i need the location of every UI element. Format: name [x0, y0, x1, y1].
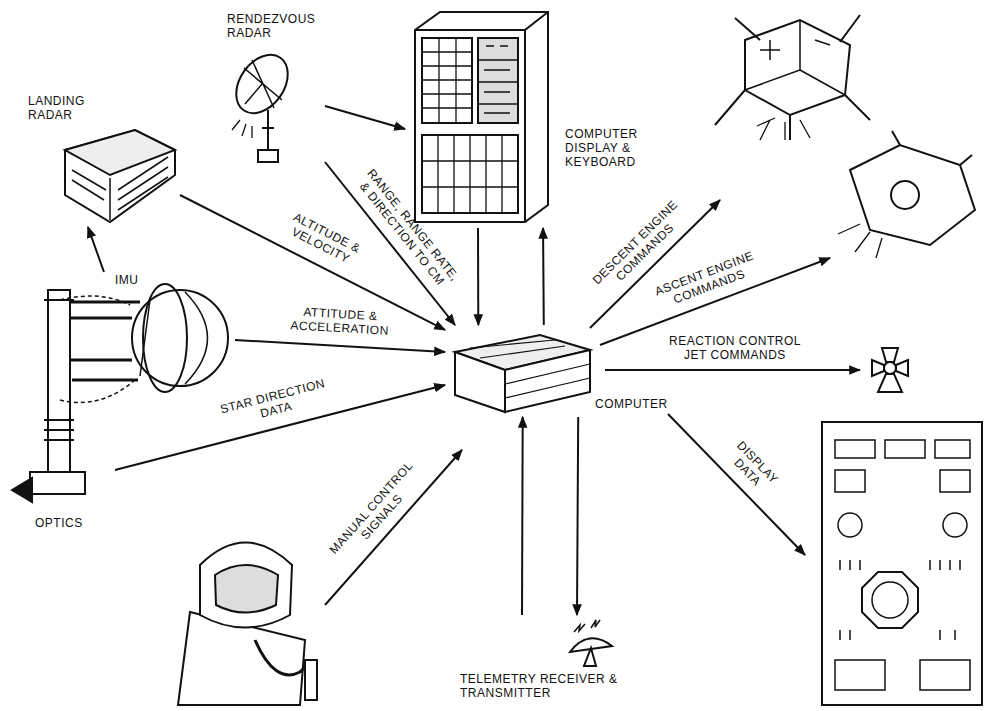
rcs-arrow — [605, 369, 860, 371]
panel-switches — [840, 560, 960, 640]
radar-rays — [232, 120, 252, 138]
signal-bolts — [574, 620, 600, 632]
digit-rows — [478, 46, 518, 113]
hand-controller — [305, 660, 317, 700]
command-label: DISPLAY DATA — [717, 432, 787, 503]
optics-link — [60, 296, 135, 403]
imu-dome — [140, 292, 208, 384]
ascent-antenna — [892, 131, 972, 165]
ascent-body — [850, 145, 975, 245]
dsky-case — [415, 12, 548, 222]
part-label: OPTICS — [35, 517, 101, 531]
imu-drawing — [70, 284, 228, 392]
astronaut-drawing — [178, 543, 317, 706]
lm-exhaust — [757, 118, 810, 140]
part-label: COMPUTER DISPLAY & KEYBOARD — [565, 128, 650, 169]
radar-housing — [65, 130, 175, 222]
part-label: IMU — [115, 274, 155, 288]
computer-front — [455, 352, 505, 412]
ascent-exhaust — [838, 224, 882, 258]
ascent-stage-drawing — [838, 131, 975, 258]
dish-stand — [584, 648, 596, 666]
telemetry-dish-drawing — [570, 620, 612, 666]
lm-body — [745, 20, 850, 115]
helmet-visor — [215, 565, 278, 613]
signal-arrow — [325, 106, 405, 129]
part-label: LANDING RADAR — [28, 95, 100, 123]
lm-legs — [715, 15, 870, 140]
figure-node: COMPUTER — [445, 325, 667, 417]
keypad-grid — [422, 135, 518, 213]
signal-arrow — [521, 417, 524, 615]
signal-arrow — [542, 228, 545, 325]
rendezvous-radar-drawing — [226, 45, 299, 162]
rcs-hub — [884, 362, 896, 374]
radar-mount — [258, 110, 278, 162]
status-lights — [422, 38, 472, 123]
eyepiece — [30, 472, 85, 494]
figure-node: OPTICS — [5, 405, 115, 540]
signal-arrow — [577, 417, 578, 615]
rcs-jets — [872, 348, 908, 392]
panel-frame — [822, 422, 982, 705]
signal-arrow — [477, 228, 479, 325]
eyepiece-tip — [12, 478, 32, 502]
ascent-hatch — [891, 181, 919, 209]
keypad — [422, 135, 518, 213]
computer-trays — [470, 340, 590, 398]
descent-stage-drawing — [715, 15, 870, 140]
panel-switch-rows — [835, 440, 970, 690]
astronaut-helmet — [200, 543, 292, 628]
figure-node: RENDEZVOUS RADAR — [225, 10, 325, 170]
attitude-indicator — [862, 572, 918, 628]
computer-drawing — [455, 335, 590, 412]
figure-node: TELEMETRY RECEIVER & TRANSMITTER — [455, 615, 655, 707]
radar-dish — [226, 45, 299, 123]
column-rings — [44, 300, 74, 440]
dsky-edge — [415, 12, 548, 222]
figure-node: IMU — [40, 272, 235, 402]
figure-node: LANDING RADAR — [25, 92, 180, 227]
imu-sphere — [132, 290, 228, 386]
optics-column — [48, 290, 70, 472]
signal-label: ALTITUDE & VELOCITY — [274, 206, 371, 274]
display-keyboard-drawing — [415, 12, 548, 222]
status-grid — [422, 38, 472, 123]
output-arrows — [325, 200, 860, 605]
dish-ribs — [244, 60, 282, 108]
signal-arrow — [88, 227, 104, 272]
panel-gauge — [943, 513, 967, 537]
figure-node: COMPUTER DISPLAY & KEYBOARD — [405, 8, 680, 228]
command-label: REACTION CONTROL JET COMMANDS — [663, 335, 808, 363]
signal-label: RANGE, RANGE RATE, & DIRECTION TO CM — [349, 163, 464, 297]
control-panel-drawing — [822, 422, 982, 705]
signal-label: STAR DIRECTION DATA — [210, 375, 338, 433]
part-label: RENDEZVOUS RADAR — [227, 13, 322, 41]
part-label: TELEMETRY RECEIVER & TRANSMITTER — [460, 673, 620, 701]
signal-arrow — [235, 340, 445, 352]
radar-slats — [72, 157, 168, 220]
numeric-display — [478, 38, 518, 123]
display-arrow — [668, 414, 805, 555]
command-label: MANUAL CONTROL SIGNALS — [324, 456, 429, 570]
command-label: ASCENT ENGINE COMMANDS — [646, 247, 768, 315]
lm-details — [745, 20, 845, 95]
landing-radar-drawing — [65, 130, 175, 222]
radar-top — [65, 130, 175, 175]
manual-arrow — [325, 450, 462, 605]
astronaut-arm — [255, 640, 308, 675]
panel-gauge — [838, 513, 862, 537]
signal-label: ATTITUDE & ACCELERATION — [283, 305, 396, 339]
rcs-thruster-drawing — [872, 348, 908, 392]
part-label: COMPUTER — [595, 398, 665, 412]
attitude-ball — [872, 582, 908, 618]
imu-mount — [70, 302, 140, 380]
